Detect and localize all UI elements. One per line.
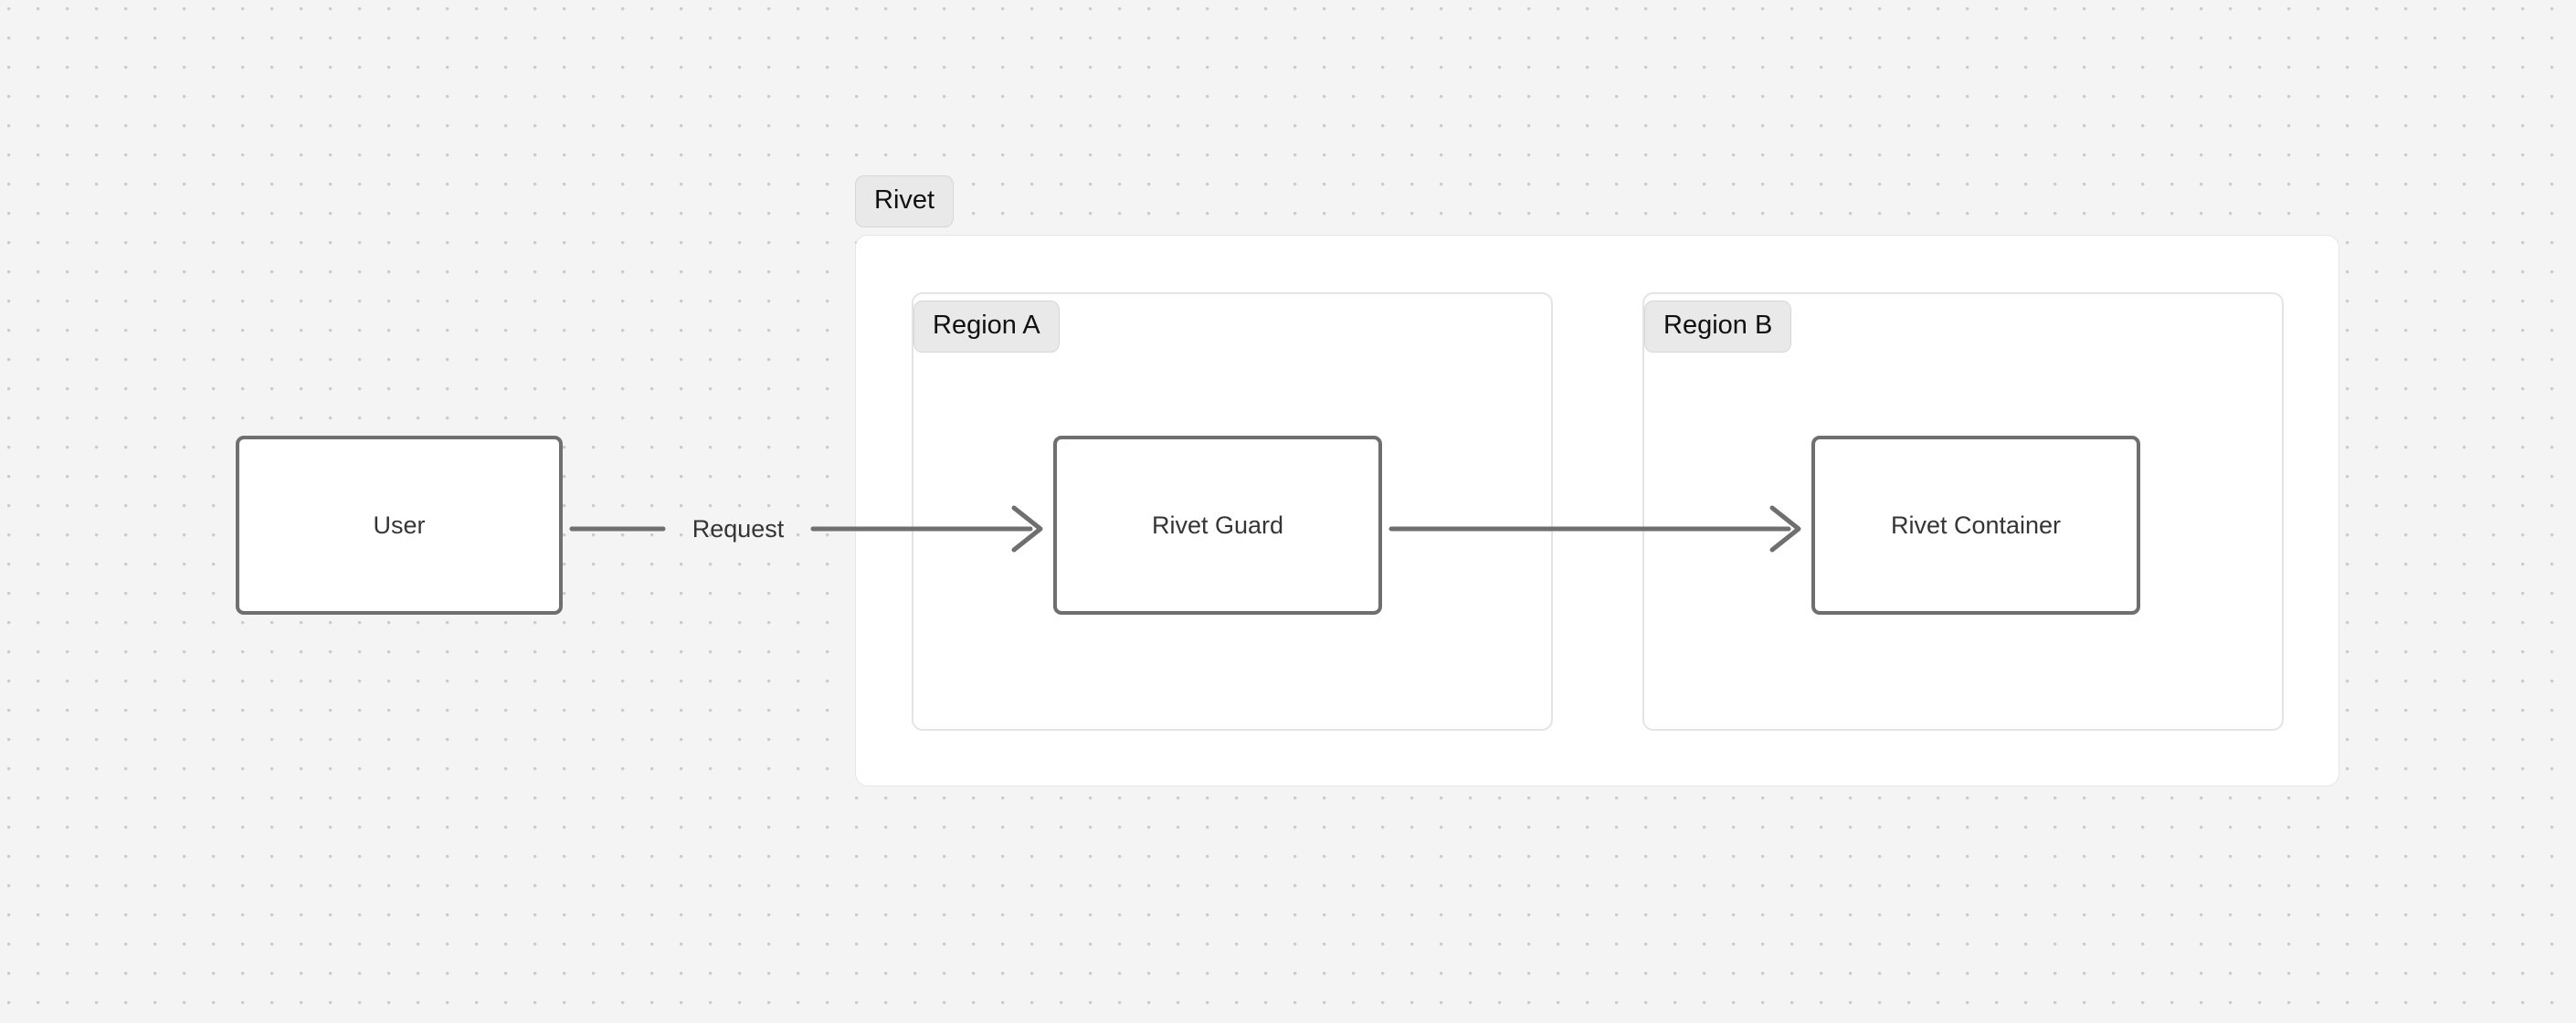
node-rivet-container[interactable]: Rivet Container [1811,436,2140,615]
node-label-rivet-guard: Rivet Guard [1151,511,1284,539]
node-label-user: User [373,511,426,539]
group-label-region-a[interactable]: Region A [913,301,1060,353]
group-label-rivet[interactable]: Rivet [855,175,955,227]
node-user[interactable]: User [236,436,563,615]
group-label-region-b[interactable]: Region B [1644,301,1792,353]
node-label-rivet-container: Rivet Container [1890,511,2062,539]
edge-label-request: Request [692,514,785,543]
node-rivet-guard[interactable]: Rivet Guard [1053,436,1382,615]
